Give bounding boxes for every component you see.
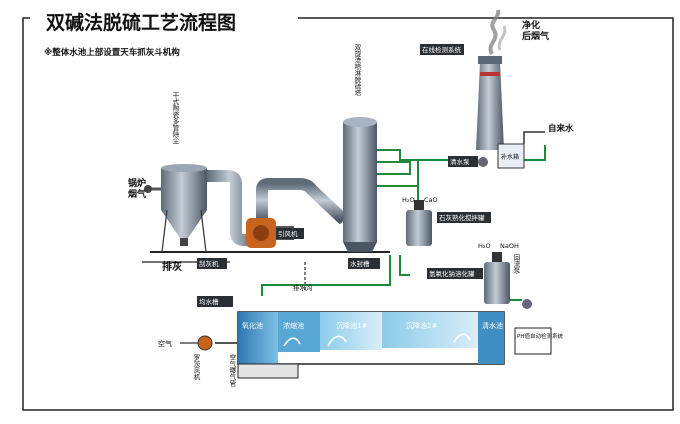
sediment-pool-1 bbox=[320, 312, 382, 350]
reflux-pump-icon bbox=[522, 299, 532, 309]
label-clear-water-pool: 清水池 bbox=[482, 321, 503, 330]
sediment-pool-2 bbox=[382, 312, 478, 348]
pool-complex bbox=[237, 311, 505, 379]
diagram-title: 双碱法脱硫工艺流程图 bbox=[46, 11, 236, 34]
clear-water-pump-icon bbox=[478, 157, 488, 167]
label-sediment-pool-1: 沉降池1# bbox=[336, 321, 367, 330]
roots-blower-icon bbox=[197, 335, 213, 351]
label-boxes bbox=[197, 44, 491, 307]
return-pipe bbox=[261, 255, 391, 296]
label-water-tank: 补水箱 bbox=[501, 153, 519, 161]
label-tower: 双旋流喷淋脱硫塔 bbox=[353, 44, 361, 98]
label-cao: CaO bbox=[424, 196, 438, 204]
label-ash-discharge-machine: 刮灰机 bbox=[199, 259, 219, 268]
label-thickening-pool: 浓缩池 bbox=[283, 321, 304, 330]
label-boiler-flue-gas-2: 烟气 bbox=[128, 188, 146, 200]
lime-tank bbox=[406, 200, 432, 246]
diagram-frame bbox=[22, 17, 674, 411]
label-roots-blower: 罗茨风机 bbox=[192, 354, 200, 382]
dust-collector bbox=[161, 164, 207, 253]
label-naoh: NaOH bbox=[500, 242, 519, 250]
label-lime-tank: 石灰熟化搅拌罐 bbox=[439, 213, 485, 222]
label-tap-water: 自来水 bbox=[548, 123, 574, 134]
desulfurization-tower bbox=[343, 117, 377, 252]
label-naoh-tank: 氢氧化钠溶化罐 bbox=[429, 269, 475, 278]
water-tank bbox=[497, 143, 525, 169]
ph-monitor-box bbox=[514, 327, 552, 355]
flue-valve-icon bbox=[144, 185, 152, 193]
label-ph-monitor: PH值自动检测系统 bbox=[517, 332, 563, 340]
label-oxidation-pool: 氧化池 bbox=[242, 321, 263, 330]
label-air-aeration-pipe: 空气曝气管 bbox=[228, 353, 236, 388]
fan-duct bbox=[256, 178, 349, 225]
note-text: ※整体水池上部设置天车抓灰斗机构 bbox=[44, 47, 180, 58]
label-water-seal-tank: 水封槽 bbox=[350, 259, 370, 268]
label-induced-draft-fan: 引风机 bbox=[278, 229, 298, 238]
collector-duct bbox=[207, 170, 258, 246]
smoke-plume-2 bbox=[497, 25, 507, 51]
label-reflux-pump: 回流泵 bbox=[512, 254, 520, 274]
label-uniform-water-tank: 均水槽 bbox=[199, 297, 219, 306]
smoke-plume bbox=[488, 9, 501, 56]
label-h2o-2: H₂O bbox=[478, 242, 491, 250]
pool-flow-arrows bbox=[283, 333, 471, 347]
label-clear-water-pump: 清水泵 bbox=[450, 157, 470, 166]
label-ash-discharge: 排灰 bbox=[162, 260, 182, 273]
label-drain-ditch: 排水沟 bbox=[293, 283, 313, 292]
label-air: 空气 bbox=[158, 339, 172, 348]
label-dust-collector: 干式陶瓷多管除尘 bbox=[171, 92, 179, 145]
label-boiler-flue-gas: 锅炉 bbox=[127, 177, 146, 189]
naoh-tank bbox=[484, 252, 510, 304]
label-purified-gas: 净化 后烟气 bbox=[522, 19, 549, 42]
label-online-monitor: 在线检测系统 bbox=[422, 45, 462, 54]
tap-water-pipe bbox=[523, 131, 545, 144]
seal-tank-pipe bbox=[399, 255, 410, 276]
title-backdrop bbox=[30, 6, 298, 36]
clear-water-pool bbox=[478, 312, 504, 364]
label-h2o-1: H₂O bbox=[402, 196, 415, 204]
oxidation-pool bbox=[238, 312, 278, 364]
label-sediment-pool-2: 沉降池2# bbox=[406, 321, 437, 330]
chimney bbox=[476, 56, 504, 150]
